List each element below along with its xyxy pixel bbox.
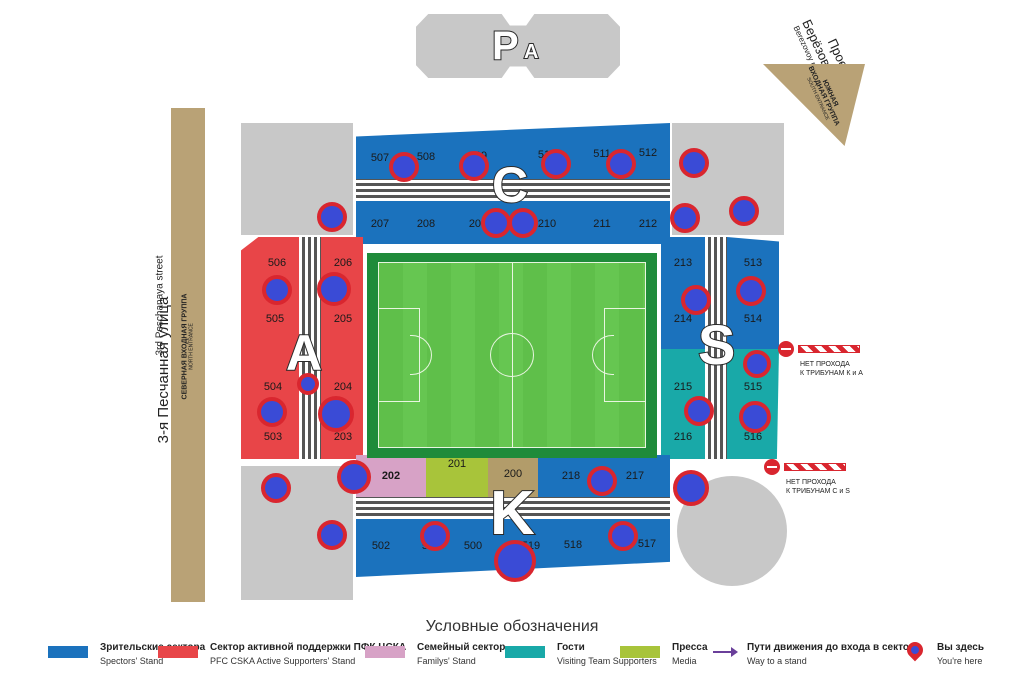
legend-label-en: Media (672, 656, 697, 666)
legend-title: Условные обозначения (425, 618, 599, 635)
sector-518[interactable]: 518 (552, 526, 594, 564)
sector-201[interactable]: 201 (426, 455, 488, 497)
sector-500[interactable]: 500 (452, 526, 494, 566)
sector-213[interactable]: 213 (664, 246, 702, 280)
legend-label-ru: Гости (557, 642, 585, 653)
you-are-here-marker[interactable] (318, 396, 354, 432)
sector-218[interactable]: 218 (548, 457, 594, 495)
you-are-here-marker[interactable] (317, 520, 347, 550)
you-are-here-marker[interactable] (459, 151, 489, 181)
stand-a-letter: A (285, 325, 323, 381)
you-are-here-marker[interactable] (317, 272, 351, 306)
arrow-icon (713, 651, 735, 653)
north-entrance-label: СЕВЕРНАЯ ВХОДНАЯ ГРУППА NORTH ENTRANCE (182, 277, 195, 417)
sector-506[interactable]: 506 (258, 246, 296, 280)
you-are-here-marker[interactable] (337, 460, 371, 494)
no-passage-note-2: НЕТ ПРОХОДА К ТРИБУНАМ С и S (786, 478, 850, 496)
sector-207[interactable]: 207 (358, 206, 402, 242)
sector-514[interactable]: 514 (734, 302, 772, 336)
you-are-here-marker[interactable] (673, 470, 709, 506)
legend-label-ru: Пресса (672, 642, 708, 653)
stand-a-walkway (299, 237, 321, 459)
you-are-here-marker[interactable] (608, 521, 638, 551)
no-entry-icon (778, 341, 794, 357)
you-are-here-marker[interactable] (606, 149, 636, 179)
street-3rd-peschanaya (171, 108, 205, 602)
no-entry-icon (764, 459, 780, 475)
you-are-here-marker[interactable] (541, 149, 571, 179)
barrier (784, 463, 846, 471)
north-entrance-ru: СЕВЕРНАЯ ВХОДНАЯ ГРУППА (181, 293, 189, 400)
sector-205[interactable]: 205 (324, 302, 362, 336)
legend-label-en: Spectors' Stand (100, 656, 164, 666)
stand-s-letter: S (697, 313, 736, 376)
pitch-center-circle (490, 333, 534, 377)
you-are-here-marker[interactable] (257, 397, 287, 427)
legend-swatch (365, 646, 405, 658)
legend-label-en: PFC CSKA Active Supporters' Stand (210, 656, 356, 666)
parking-letter: P (491, 24, 520, 68)
no-passage-1-line2: К ТРИБУНАМ К и А (800, 370, 863, 377)
you-are-here-marker[interactable] (743, 350, 771, 378)
sector-217[interactable]: 217 (612, 457, 658, 495)
legend-swatch (158, 646, 198, 658)
you-are-here-marker[interactable] (481, 208, 511, 238)
sector-513[interactable]: 513 (734, 246, 772, 280)
parking-sub: A (523, 41, 540, 63)
legend-label-ru: Зрительские сектора (100, 642, 206, 653)
stand-k-letter: K (489, 479, 536, 548)
you-are-here-marker[interactable] (420, 521, 450, 551)
you-are-here-marker[interactable] (681, 285, 711, 315)
you-are-here-marker[interactable] (736, 276, 766, 306)
you-are-here-marker[interactable] (262, 275, 292, 305)
legend-swatch (48, 646, 88, 658)
legend-label-en: Way to a stand (747, 656, 807, 666)
you-are-here-marker[interactable] (670, 203, 700, 233)
north-entrance-en: NORTH ENTRANCE (188, 323, 195, 370)
legend-label-en: Visiting Team Supporters (557, 656, 657, 666)
no-passage-2-line2: К ТРИБУНАМ С и S (786, 488, 850, 495)
sector-208[interactable]: 208 (404, 206, 448, 242)
sector-502[interactable]: 502 (360, 526, 402, 566)
sector-215[interactable]: 215 (664, 370, 702, 404)
legend-label-ru: Сектор активной поддержки ПФК ЦСКА (210, 642, 407, 653)
legend-label-ru: Вы здесь (937, 642, 984, 653)
legend-label-en: You're here (937, 656, 983, 666)
barrier (798, 345, 860, 353)
arrow-head-icon (731, 647, 738, 657)
legend-label-ru: Пути движения до входа в сектор (747, 642, 916, 653)
you-are-here-marker[interactable] (317, 202, 347, 232)
legend-label-en: Familys' Stand (417, 656, 476, 666)
you-are-here-marker[interactable] (494, 540, 536, 582)
you-are-here-marker[interactable] (684, 396, 714, 426)
no-passage-note-1: НЕТ ПРОХОДА К ТРИБУНАМ К и А (800, 360, 863, 378)
you-are-here-marker[interactable] (679, 148, 709, 178)
you-are-here-marker[interactable] (508, 208, 538, 238)
you-are-here-marker[interactable] (261, 473, 291, 503)
no-passage-1-line1: НЕТ ПРОХОДА (800, 361, 850, 368)
you-are-here-marker[interactable] (729, 196, 759, 226)
sector-212[interactable]: 212 (626, 206, 670, 242)
legend-swatch (505, 646, 545, 658)
you-are-here-marker[interactable] (587, 466, 617, 496)
stand-c-letter: C (491, 157, 529, 213)
sector-200[interactable]: 200 (488, 455, 538, 497)
sector-211[interactable]: 211 (580, 206, 624, 242)
stand-c-walkway (356, 179, 670, 201)
you-are-here-marker[interactable] (739, 401, 771, 433)
legend-label-ru: Семейный сектор (417, 642, 506, 653)
legend-swatch (620, 646, 660, 658)
street-label-en: 3rd Peschanaya street (154, 255, 166, 356)
no-passage-2-line1: НЕТ ПРОХОДА (786, 479, 836, 486)
stand-k-walkway (356, 497, 670, 519)
you-are-here-marker[interactable] (297, 373, 319, 395)
you-are-here-marker[interactable] (389, 152, 419, 182)
sector-505[interactable]: 505 (256, 302, 294, 336)
